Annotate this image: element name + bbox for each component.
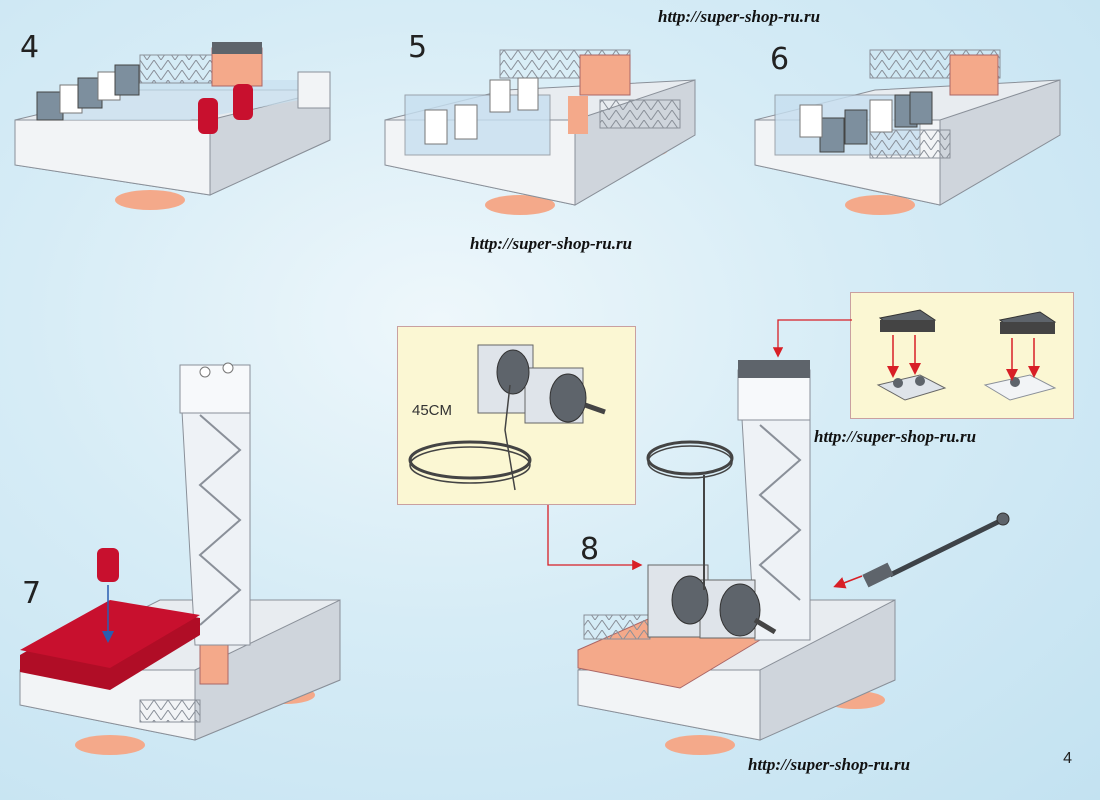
url-inset-right[interactable]: http://super-shop-ru.ru: [814, 427, 977, 446]
callout-line-connector: [772, 319, 852, 358]
page-number: 4: [1063, 750, 1072, 767]
connector-detail-illustration: [876, 309, 1057, 401]
step-7-number: 7: [22, 576, 42, 611]
step-7-model: [19, 362, 341, 755]
winch-detail-illustration: [408, 344, 606, 491]
step-8-number: 8: [580, 532, 600, 567]
url-top[interactable]: http://super-shop-ru.ru: [658, 7, 821, 26]
wire-length-label: 45CM: [412, 402, 453, 419]
step-4-number: 4: [20, 30, 40, 65]
step-5-model: [384, 49, 696, 215]
callout-line-winch: [547, 505, 643, 571]
step-8-model: [577, 360, 1010, 755]
step-6-number: 6: [770, 42, 790, 77]
step-4-model: [14, 42, 331, 210]
url-bottom[interactable]: http://super-shop-ru.ru: [748, 755, 911, 774]
url-middle[interactable]: http://super-shop-ru.ru: [470, 234, 633, 253]
step-6-model: [754, 49, 1061, 215]
step-5-number: 5: [408, 30, 428, 65]
